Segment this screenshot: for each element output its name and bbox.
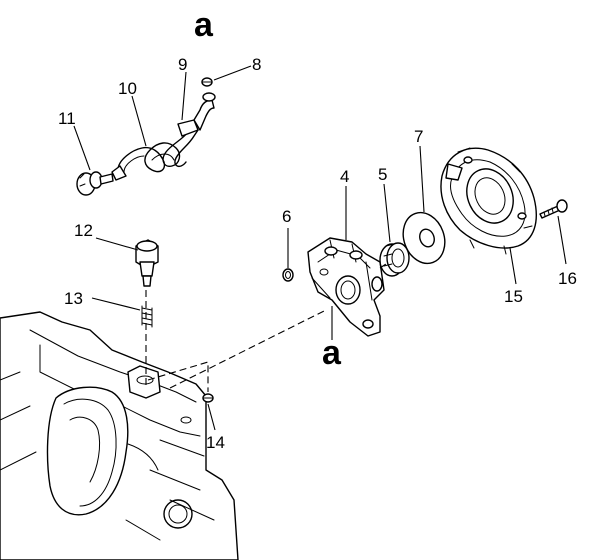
part-16-screw xyxy=(539,199,568,219)
callout-9: 9 xyxy=(178,55,187,74)
callout-6: 6 xyxy=(282,207,291,226)
part-6-o-ring xyxy=(282,268,294,282)
reference-letter-top: a xyxy=(194,6,214,44)
part-13-spring xyxy=(141,305,153,328)
part-4-pump-body xyxy=(307,237,385,337)
part-14-plug xyxy=(202,393,214,403)
part-12-connector-plug xyxy=(135,239,159,287)
crankcase-housing xyxy=(0,311,239,560)
callout-4: 4 xyxy=(340,167,349,186)
callout-7: 7 xyxy=(414,127,423,146)
callout-12: 12 xyxy=(74,221,93,240)
part-7-washer xyxy=(402,211,446,265)
callout-8: 8 xyxy=(252,55,261,74)
part-15-cover-plate xyxy=(440,147,537,255)
callout-13: 13 xyxy=(64,289,83,308)
callout-16: 16 xyxy=(558,269,577,288)
callout-11: 11 xyxy=(58,109,76,128)
part-5-worm-gear xyxy=(379,242,410,277)
part-9-elbow-fitting xyxy=(177,92,216,137)
part-10-coiled-hose xyxy=(111,125,199,181)
callout-5: 5 xyxy=(378,165,387,184)
leader-lines xyxy=(73,65,567,431)
callout-14: 14 xyxy=(206,433,225,452)
callout-10: 10 xyxy=(118,79,137,98)
part-8-grommet xyxy=(201,77,213,87)
callout-15: 15 xyxy=(504,287,523,306)
part-11-knob xyxy=(76,171,114,196)
assembly-lines xyxy=(145,263,387,392)
reference-letter-bottom: a xyxy=(322,334,342,372)
